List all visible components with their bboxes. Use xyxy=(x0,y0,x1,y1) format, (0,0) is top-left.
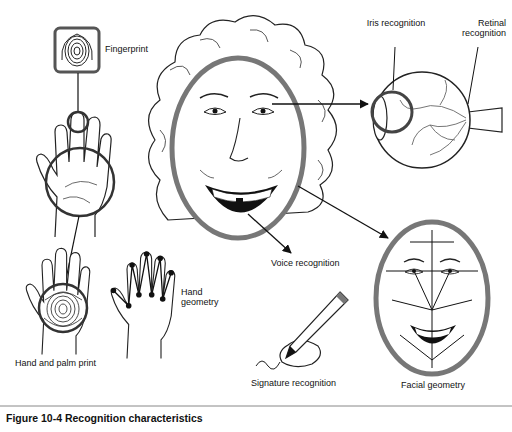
signature-drawing-part xyxy=(286,292,348,358)
palm-print xyxy=(44,292,82,327)
facial-geometry-drawing-part-part xyxy=(386,271,478,272)
face-drawing-part xyxy=(213,109,218,114)
face-drawing-part xyxy=(230,118,248,161)
geometry-points xyxy=(111,251,174,308)
pointer-arrow xyxy=(298,186,388,238)
facial-geometry-drawing-part-part xyxy=(414,271,450,310)
face-drawing-part xyxy=(205,185,278,213)
part-label: Hand and palm print xyxy=(14,358,97,368)
face-drawing-part xyxy=(261,109,266,114)
magnifier-circle xyxy=(39,284,87,332)
geometry-points-part-part xyxy=(126,303,132,309)
eyeball-drawing-part xyxy=(374,72,470,168)
leader-line xyxy=(393,47,395,90)
eyeball-drawing xyxy=(372,72,502,168)
geometry-points-part-part xyxy=(129,262,135,268)
part-label: Hand geometry xyxy=(180,287,228,307)
fingerprint-box-part-part xyxy=(68,39,86,63)
leader-line xyxy=(468,47,478,104)
face-drawing-part xyxy=(200,170,282,178)
facial-geometry-drawing-part-part xyxy=(432,230,433,368)
geometry-points-part-part xyxy=(144,251,150,257)
signature-drawing xyxy=(256,292,348,369)
face-drawing-part xyxy=(204,108,274,115)
fingerprint-box-part xyxy=(55,28,99,72)
magnifier-circle xyxy=(68,112,88,132)
facial-geometry-drawing-part-part xyxy=(400,335,464,360)
pointer-arrow xyxy=(272,103,368,104)
facial-geometry-drawing-part xyxy=(415,328,451,338)
hand-drawing-part xyxy=(111,252,174,358)
hand-drawing xyxy=(111,252,174,358)
magnifier-circle xyxy=(46,148,114,216)
geometry-points-part-part xyxy=(111,288,117,294)
fingerprint-box xyxy=(55,28,99,72)
facial-geometry-drawing-part-part xyxy=(392,300,472,310)
signature-drawing-part xyxy=(256,361,280,369)
part-label: Retinal recognition xyxy=(447,18,507,38)
leader-line xyxy=(77,73,78,112)
signature-drawing-part xyxy=(286,346,296,358)
facial-geometry-drawing xyxy=(376,222,488,374)
face-drawing xyxy=(149,16,337,238)
hand-drawing-part xyxy=(26,248,89,354)
hand-drawing-part xyxy=(63,181,97,203)
geometry-points-part-part xyxy=(157,255,163,261)
facial-geometry-drawing-part-part xyxy=(410,242,454,243)
figure-caption: Figure 10-4 Recognition characteristics xyxy=(6,412,203,424)
palm-print-part xyxy=(44,293,82,327)
geometry-points-part-part xyxy=(160,296,166,302)
hand-drawing xyxy=(26,248,89,354)
pointer-arrow xyxy=(248,214,291,253)
palm-print-part xyxy=(47,292,79,326)
signature-drawing-part xyxy=(336,292,348,304)
geometry-points-part-part xyxy=(149,292,155,298)
face-drawing-part xyxy=(172,58,304,238)
geometry-points-part xyxy=(113,254,171,306)
face-drawing-part xyxy=(236,198,243,205)
caption-rule xyxy=(0,406,512,407)
part-label: Fingerprint xyxy=(104,44,149,54)
part-label: Facial geometry xyxy=(392,380,474,390)
part-label: Signature recognition xyxy=(250,378,337,388)
fingerprint-box-part-part xyxy=(65,36,89,66)
facial-geometry-drawing-part xyxy=(386,230,478,368)
fingerprint-box-part-part xyxy=(62,34,92,60)
face-drawing-part xyxy=(200,94,278,98)
geometry-points-part xyxy=(111,251,174,308)
part-label: Iris recognition xyxy=(365,18,427,28)
palm-print-part xyxy=(55,300,71,318)
fingerprint-box-part-part xyxy=(74,47,80,55)
palm-print-part xyxy=(51,296,75,322)
facial-geometry-drawing-part xyxy=(410,325,456,344)
eyeball-drawing-part xyxy=(372,92,412,132)
geometry-points-part-part xyxy=(168,270,174,276)
fingerprint-box-part-part xyxy=(71,43,83,59)
part-label: Voice recognition xyxy=(270,258,341,268)
fingerprint-box-part xyxy=(62,34,92,66)
palm-print-part xyxy=(59,304,67,314)
geometry-points-part-part xyxy=(136,292,142,298)
facial-geometry-drawing-part xyxy=(376,222,488,374)
eyeball-drawing-part xyxy=(468,108,502,132)
